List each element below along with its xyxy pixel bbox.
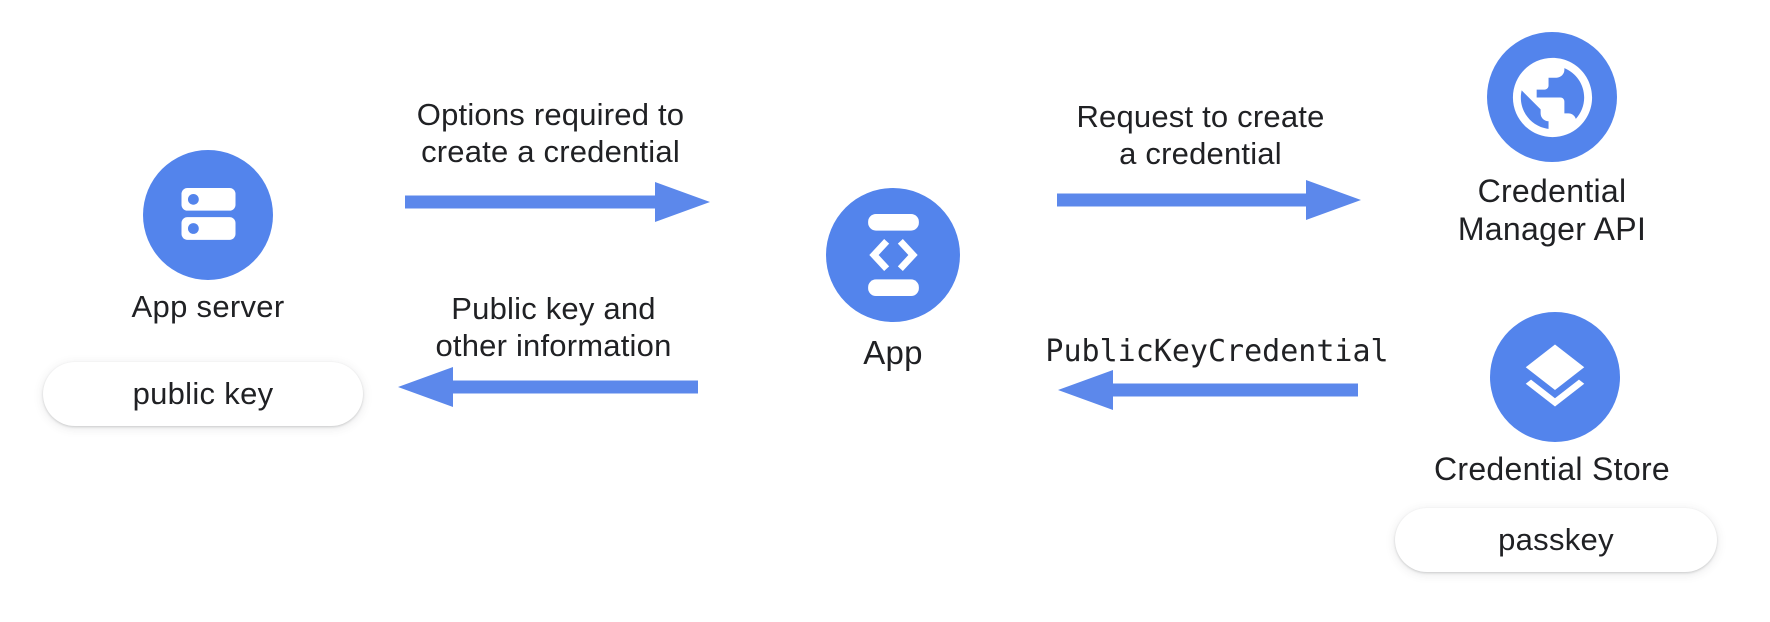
passkey-pill-label: passkey <box>1498 522 1614 557</box>
options-arrow-label-line1: Options required to <box>416 97 685 132</box>
options-arrow-label-line2: create a credential <box>421 134 680 169</box>
public-key-info-arrow-label-line2: other information <box>435 328 672 363</box>
server-stack-icon <box>181 188 235 240</box>
layers-icon <box>1525 344 1585 407</box>
request-arrow-label-line1: Request to create <box>1076 99 1325 134</box>
options-arrow-label: Options required to create a credential <box>378 96 723 170</box>
public-key-info-arrow-label-line1: Public key and <box>451 291 656 326</box>
public-key-credential-arrow-left-icon <box>1058 370 1358 410</box>
public-key-info-arrow-left-icon <box>398 367 698 407</box>
credential-manager-circle <box>1487 32 1617 162</box>
passkey-pill: passkey <box>1395 508 1717 572</box>
app-circle <box>826 188 960 322</box>
phone-code-icon <box>867 214 919 296</box>
credential-manager-label-line2: Manager API <box>1457 211 1647 247</box>
credential-manager-label-line1: Credential <box>1477 173 1627 209</box>
credential-store-circle <box>1490 312 1620 442</box>
request-arrow-label: Request to create a credential <box>1028 98 1373 172</box>
options-arrow-right-icon <box>405 182 710 222</box>
public-key-pill-label: public key <box>132 376 274 411</box>
request-arrow-label-line2: a credential <box>1119 136 1282 171</box>
app-server-label: App server <box>131 289 285 324</box>
request-arrow-right-icon <box>1057 180 1361 220</box>
credential-manager-label: Credential Manager API <box>1402 172 1702 248</box>
app-server-circle <box>143 150 273 280</box>
app-label: App <box>863 334 923 371</box>
public-key-info-arrow-label: Public key and other information <box>381 290 726 364</box>
credential-store-label: Credential Store <box>1433 451 1671 487</box>
public-key-pill: public key <box>43 362 363 426</box>
public-key-credential-arrow-label: PublicKeyCredential <box>1045 334 1389 369</box>
globe-icon <box>1512 57 1592 137</box>
